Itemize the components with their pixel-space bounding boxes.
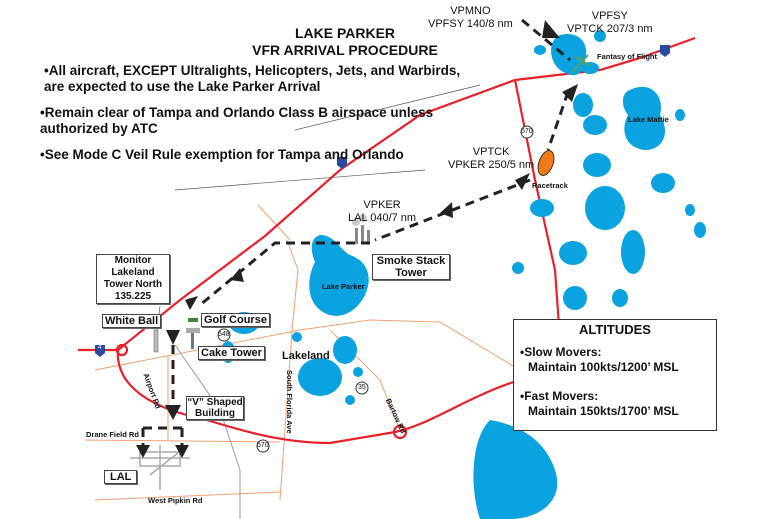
road-north — [257, 204, 291, 241]
interchange-west — [115, 343, 129, 357]
fast-movers-value: Maintain 150kts/1700’ MSL — [528, 404, 679, 418]
lake-fof — [551, 34, 587, 76]
altitudes-box: ALTITUDES •Slow Movers: Maintain 100kts/… — [513, 319, 717, 431]
altitudes-heading: ALTITUDES — [579, 322, 651, 337]
arrow-icon — [440, 202, 453, 218]
label-lake-mattie: Lake Mattie — [628, 115, 669, 124]
label-fantasy-of-flight: Fantasy of Flight — [597, 52, 657, 61]
interchange — [392, 424, 408, 440]
label-v-shaped-building: “V” Shaped Building — [186, 396, 244, 420]
map-title: LAKE PARKER VFR ARRIVAL PROCEDURE — [245, 25, 445, 59]
road-570-south — [116, 349, 561, 445]
road-west-pipkin — [94, 491, 281, 501]
label-drane-field-rd: Drane Field Rd — [86, 430, 139, 439]
label-lal-airport: LAL — [104, 470, 138, 484]
interstate-shield: 4 — [98, 345, 102, 351]
note-item: •All aircraft, EXCEPT Ultralights, Helic… — [44, 63, 461, 94]
label-cake-tower: Cake Tower — [198, 346, 265, 360]
arrow-icon — [136, 445, 150, 458]
note-item: •Remain clear of Tampa and Orlando Class… — [40, 105, 434, 136]
label-south-florida-ave: South Florida Ave — [285, 370, 294, 434]
arrow-icon — [175, 445, 189, 458]
note-item: •See Mode C Veil Rule exemption for Tamp… — [40, 147, 404, 162]
procedure-notes: •All aircraft, EXCEPT Ultralights, Helic… — [40, 63, 484, 173]
arrow-icon — [185, 296, 198, 310]
lake-parker — [309, 235, 369, 316]
label-smoke-stack-tower: Smoke Stack Tower — [372, 254, 450, 280]
label-racetrack: Racetrack — [532, 181, 568, 190]
road-south-florida-ave — [279, 239, 299, 501]
label-west-pipkin-rd: West Pipkin Rd — [148, 496, 203, 505]
railroad — [174, 344, 241, 519]
shield-35: 35 — [358, 384, 366, 391]
route-shields — [95, 45, 670, 453]
fast-movers-label: •Fast Movers: — [520, 389, 599, 403]
label-white-ball: White Ball — [102, 314, 162, 328]
title-line-2: VFR ARRIVAL PROCEDURE — [252, 42, 438, 58]
slow-movers-label: •Slow Movers: — [520, 345, 602, 359]
arrow-icon — [515, 173, 530, 190]
lake-mattie — [622, 86, 665, 150]
shield-570: 570 — [521, 128, 533, 135]
label-golf-course: Golf Course — [201, 313, 270, 327]
lake-south — [473, 420, 558, 519]
smoke-stack-icon — [352, 214, 370, 244]
route-arrows — [136, 20, 578, 458]
label-lakeland: Lakeland — [282, 350, 330, 362]
arrow-icon — [166, 330, 180, 345]
fantasy-of-flight-runway-icon — [571, 54, 591, 73]
racetrack-icon — [537, 150, 555, 176]
slow-movers-value: Maintain 100kts/1200’ MSL — [528, 360, 679, 374]
arrow-icon — [165, 405, 181, 420]
shield-570: 570 — [257, 442, 269, 449]
white-ball-icon — [153, 329, 159, 353]
road-drane-field — [84, 439, 281, 443]
arrow-icon — [542, 20, 560, 38]
cake-tower-icon — [186, 318, 200, 349]
shield-548: 548 — [218, 331, 230, 338]
label-lake-parker: Lake Parker — [322, 282, 365, 291]
arrow-icon — [230, 268, 244, 282]
arrow-icon — [562, 84, 578, 102]
title-line-1: LAKE PARKER — [294, 25, 396, 41]
